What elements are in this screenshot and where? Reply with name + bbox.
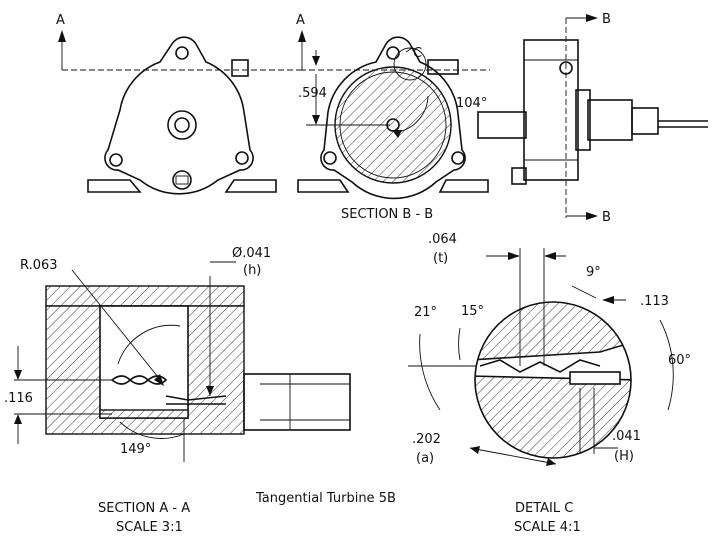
dim-r063: R.063 [20, 258, 58, 273]
section-label-b-bottom: B [602, 210, 611, 225]
section-label-a-right: A [296, 13, 305, 28]
title-section-bb: SECTION B - B [341, 207, 433, 222]
detail-c-view: .064 (t) 9° .113 21° 15° 60° .202 (a) .0… [408, 232, 691, 535]
dim-h: (h) [243, 263, 261, 278]
title-detail-c: DETAIL C [515, 501, 573, 516]
dim-104deg: 104° [456, 96, 487, 111]
dim-21deg: 21° [414, 305, 437, 320]
dim-149deg: 149° [120, 442, 151, 457]
dim-594: .594 [298, 86, 327, 101]
title-detail-c-scale: SCALE 4:1 [514, 520, 581, 535]
dim-15deg: 15° [461, 304, 484, 319]
dim-dia041: Ø.041 [232, 246, 271, 261]
side-view: B B [477, 12, 708, 225]
dim-H: (H) [614, 449, 634, 464]
dim-t: (t) [433, 251, 448, 266]
dim-064: .064 [428, 232, 457, 247]
section-label-b-top: B [602, 12, 611, 27]
dim-113: .113 [640, 294, 669, 309]
title-section-aa-scale: SCALE 3:1 [116, 520, 183, 535]
dim-9deg: 9° [586, 265, 601, 280]
section-aa-view: R.063 Ø.041 (h) .116 149° SECTION A - A … [4, 246, 351, 535]
section-bb-view: A C .594 104° SECTION B - B [296, 13, 490, 222]
dim-60deg: 60° [668, 353, 691, 368]
dim-a: (a) [416, 451, 434, 466]
dim-041: .041 [612, 429, 641, 444]
front-view: A [56, 13, 300, 195]
dim-116: .116 [4, 391, 33, 406]
detail-label-c: C [413, 46, 422, 61]
drawing-title: Tangential Turbine 5B [255, 491, 396, 506]
title-section-aa: SECTION A - A [98, 501, 190, 516]
dim-202: .202 [412, 432, 441, 447]
section-label-a-left: A [56, 13, 65, 28]
